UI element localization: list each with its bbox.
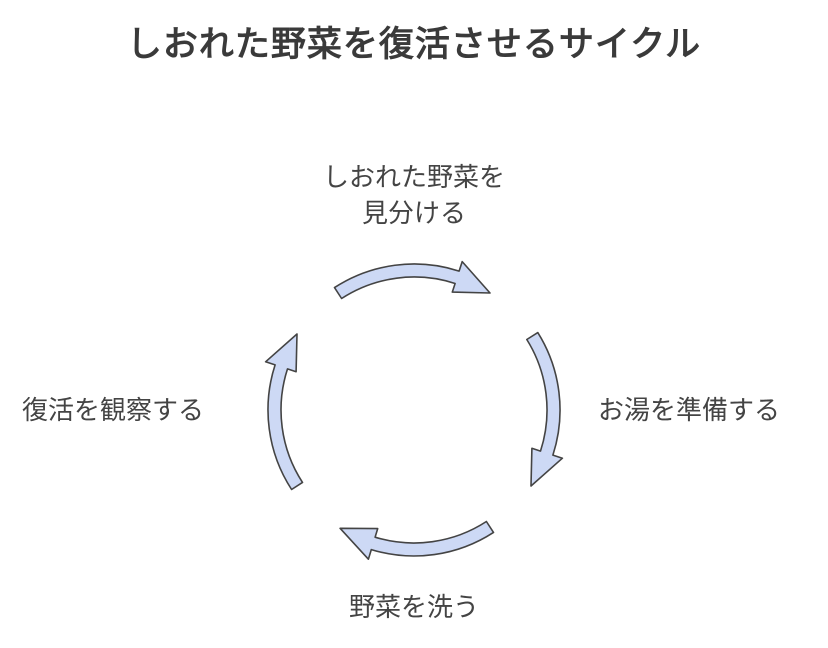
arrow-prepare-to-wash	[526, 331, 564, 487]
arrow-identify-to-prepare	[333, 260, 491, 300]
step-label-prepare-water: お湯を準備する	[598, 396, 781, 426]
diagram-title: しおれた野菜を復活させるサイクル	[126, 25, 702, 65]
step-label-identify-line2: 見分ける	[361, 199, 466, 229]
arrow-observe-to-identify	[264, 333, 304, 491]
arrow-wash-to-observe	[339, 520, 495, 560]
step-label-identify-line1: しおれた野菜を	[322, 163, 505, 193]
step-label-wash: 野菜を洗う	[348, 593, 479, 623]
step-label-observe: 復活を観察する	[22, 396, 205, 426]
step-label-identify: しおれた野菜を 見分ける	[0, 160, 828, 232]
